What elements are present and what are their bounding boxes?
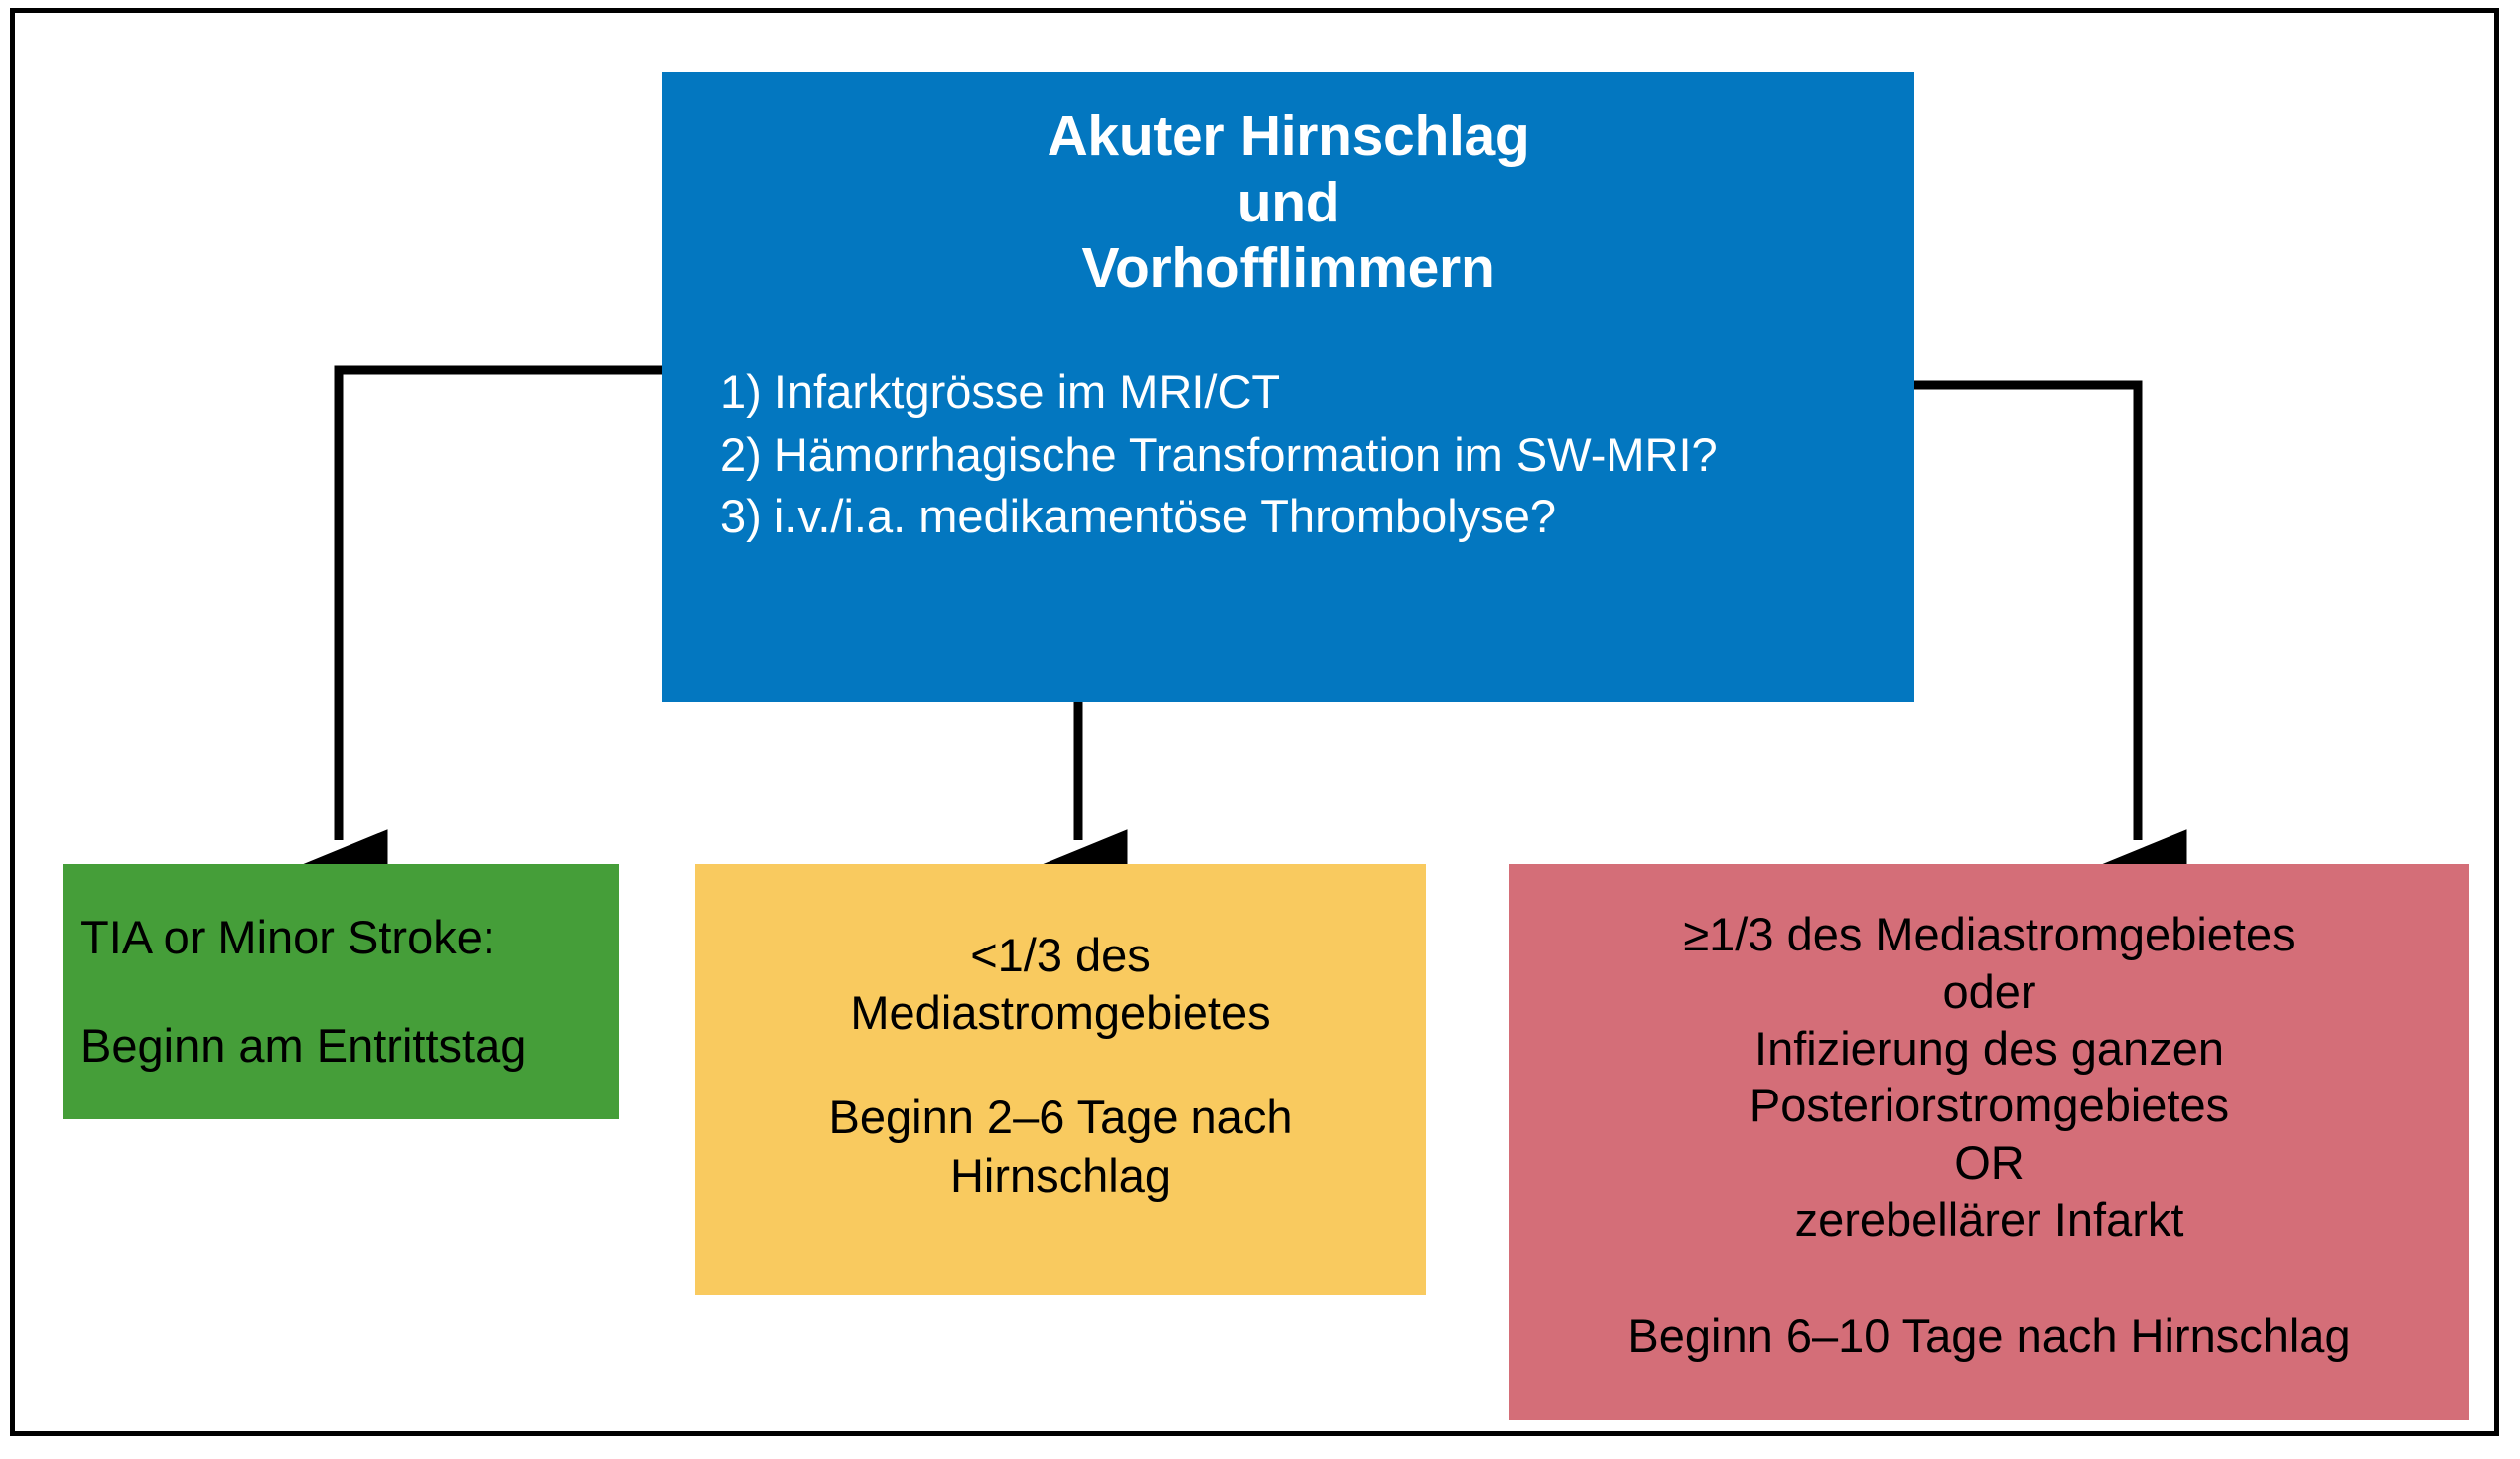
yellow-line-3: Beginn 2–6 Tage nach <box>828 1091 1293 1143</box>
root-title: Akuter Hirnschlag und Vorhofflimmern <box>696 103 1881 302</box>
yellow-line-1: <1/3 des <box>970 928 1151 981</box>
root-question-list: 1) Infarktgrösse im MRI/CT 2) Hämorrhagi… <box>696 362 1881 548</box>
red-line-3: Infizierung des ganzen <box>1754 1022 2224 1075</box>
root-title-line-2: und <box>1236 170 1340 234</box>
node-tia-minor-stroke: TIA or Minor Stroke: Beginn am Entrittst… <box>63 864 619 1119</box>
green-line-2: Beginn am Entrittstag <box>80 1018 527 1072</box>
root-question-2: 2) Hämorrhagische Transformation im SW-M… <box>720 427 1718 481</box>
root-question-3: 3) i.v./i.a. medikamentöse Thrombolyse? <box>720 490 1557 543</box>
red-line-2: oder <box>1942 964 2036 1018</box>
green-spacer <box>80 966 601 1018</box>
green-line-1: TIA or Minor Stroke: <box>80 911 495 964</box>
root-question-1: 1) Infarktgrösse im MRI/CT <box>720 365 1281 419</box>
figure-border <box>10 8 2499 1436</box>
yellow-line-4: Hirnschlag <box>949 1148 1172 1202</box>
red-line-6: zerebellärer Infarkt <box>1794 1192 2184 1245</box>
red-line-4: Posteriorstromgebietes <box>1749 1079 2230 1132</box>
root-title-line-1: Akuter Hirnschlag <box>1047 104 1530 168</box>
root-title-line-3: Vorhofflimmern <box>1081 236 1495 301</box>
node-acute-stroke-af: Akuter Hirnschlag und Vorhofflimmern 1) … <box>662 72 1914 702</box>
red-line-7: Beginn 6–10 Tage nach Hirnschlag <box>1627 1309 2351 1363</box>
red-line-5: OR <box>1954 1135 2025 1189</box>
node-less-than-third-media: <1/3 des Mediastromgebietes Beginn 2–6 T… <box>695 864 1426 1295</box>
node-large-infarct: ≥1/3 des Mediastromgebietes oder Infizie… <box>1509 864 2469 1420</box>
red-line-1: ≥1/3 des Mediastromgebietes <box>1683 908 2296 961</box>
yellow-line-2: Mediastromgebietes <box>850 986 1271 1040</box>
